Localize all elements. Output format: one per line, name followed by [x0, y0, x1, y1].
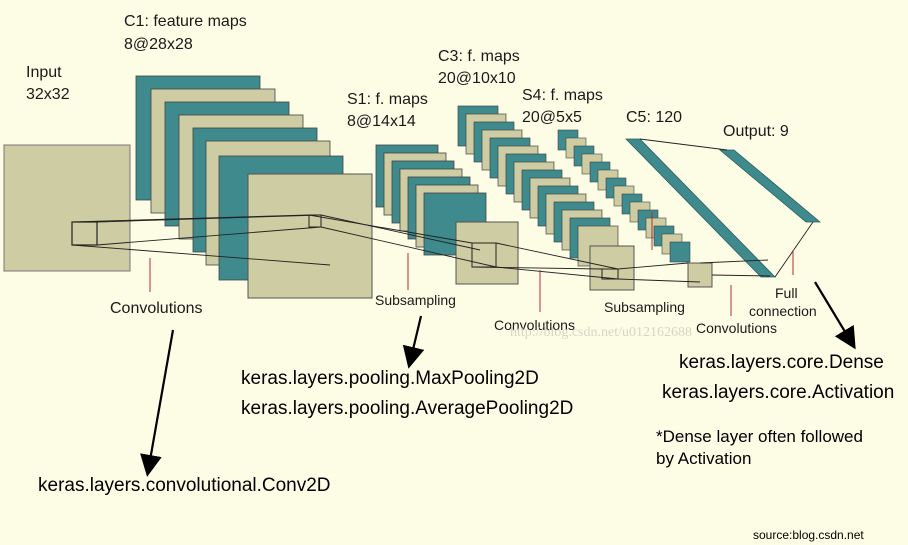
fc-label-line1: Full	[775, 285, 798, 301]
s4-map	[669, 241, 691, 263]
s4-map	[687, 262, 713, 288]
c1-dims: 8@28x28	[124, 36, 193, 53]
c1-map	[247, 173, 373, 299]
annotation-arrows	[140, 281, 856, 477]
c1-stack	[135, 75, 373, 299]
note-line1: *Dense layer often followed	[656, 427, 863, 446]
source-label: source:blog.csdn.net	[753, 528, 864, 542]
arrow-to-dense	[814, 281, 856, 350]
arrow-to-pooling	[402, 315, 425, 369]
projection-lines	[71, 138, 814, 283]
s1-dims: 8@14x14	[347, 113, 416, 130]
s1-receptive-field	[471, 242, 497, 268]
avgpool-annotation: keras.layers.pooling.AveragePooling2D	[241, 398, 573, 419]
input-plane	[3, 144, 131, 272]
input-receptive-field	[71, 221, 98, 246]
input-label: Input	[26, 64, 62, 81]
input-dims: 32x32	[26, 86, 70, 103]
output-layer	[718, 149, 822, 223]
s4-dims: 20@5x5	[522, 109, 582, 126]
conv2d-annotation: keras.layers.convolutional.Conv2D	[38, 475, 331, 496]
activation-annotation: keras.layers.core.Activation	[662, 382, 894, 403]
s1-label: S1: f. maps	[347, 91, 428, 108]
operation-ticks	[149, 212, 794, 316]
conv1-label: Convolutions	[110, 300, 203, 317]
c3-dims: 20@10x10	[438, 70, 516, 87]
dense-annotation: keras.layers.core.Dense	[679, 352, 884, 373]
fc-label-line2: connection	[749, 303, 817, 319]
note-line2: by Activation	[656, 449, 751, 468]
c1-label: C1: feature maps	[124, 13, 247, 30]
watermark: http://blog.csdn.net/u012162688	[510, 325, 692, 340]
sub1-label: Subsampling	[375, 292, 456, 308]
c5-label: C5: 120	[626, 109, 682, 126]
c3-stack	[457, 105, 635, 291]
conv3-label: Convolutions	[696, 320, 777, 336]
conv2-label: Convolutions	[494, 317, 575, 333]
output-label: Output: 9	[723, 123, 789, 140]
maxpool-annotation: keras.layers.pooling.MaxPooling2D	[241, 368, 539, 389]
c3-label: C3: f. maps	[438, 48, 520, 65]
s4-stack	[557, 129, 713, 288]
sub2-label: Subsampling	[604, 299, 685, 315]
arrow-to-conv2d	[140, 329, 175, 477]
c3-receptive-field	[601, 268, 619, 280]
s4-label: S4: f. maps	[522, 87, 603, 104]
